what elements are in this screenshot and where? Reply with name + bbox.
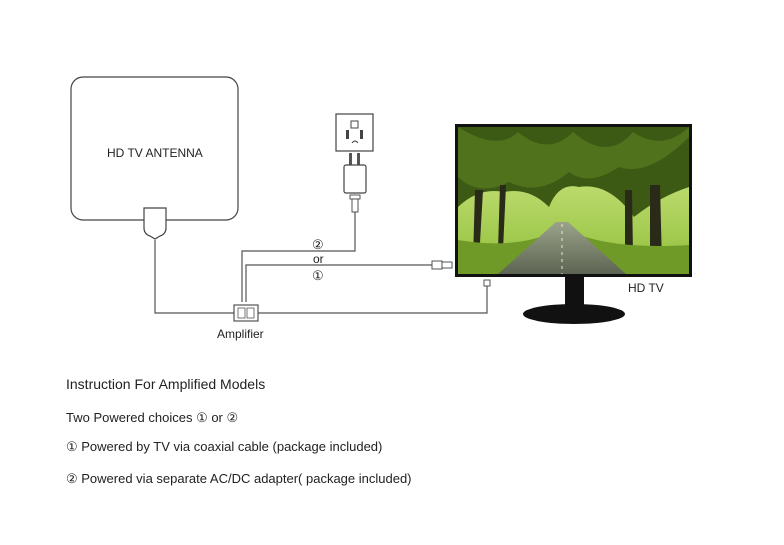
tv-label: HD TV: [628, 281, 664, 295]
tv-stand-neck: [565, 277, 584, 309]
ac-dc-adapter: [343, 153, 367, 213]
instructions-choices: Two Powered choices ① or ②: [66, 410, 239, 425]
or-label: or: [313, 252, 324, 266]
antenna-cable: [154, 240, 234, 314]
instructions-heading: Instruction For Amplified Models: [66, 376, 266, 392]
option2-marker: ②: [312, 237, 324, 252]
adapter-body: [343, 164, 367, 194]
instructions-option2: ② Powered via separate AC/DC adapter( pa…: [66, 471, 412, 486]
amplifier-body: [233, 304, 259, 322]
tv-coax-connector: [483, 279, 491, 287]
amplifier: Amplifier: [217, 304, 264, 341]
tv-stand-base: [523, 304, 625, 324]
cables: [154, 212, 488, 314]
adapter-cable: [241, 212, 356, 302]
outlet-plate: [335, 113, 374, 152]
option1-marker: ①: [312, 268, 324, 283]
usb-plug: [431, 260, 453, 270]
tv-coax-cable: [258, 284, 488, 314]
antenna-label: HD TV ANTENNA: [107, 146, 203, 160]
antenna-connector-tab: [143, 207, 167, 240]
amplifier-label: Amplifier: [217, 327, 264, 341]
tv-monitor: HD TV: [455, 124, 692, 324]
instructions-option1: ① Powered by TV via coaxial cable (packa…: [66, 439, 383, 454]
usb-cable: [245, 264, 432, 302]
antenna: HD TV ANTENNA: [70, 76, 239, 240]
power-outlet: [335, 113, 374, 152]
